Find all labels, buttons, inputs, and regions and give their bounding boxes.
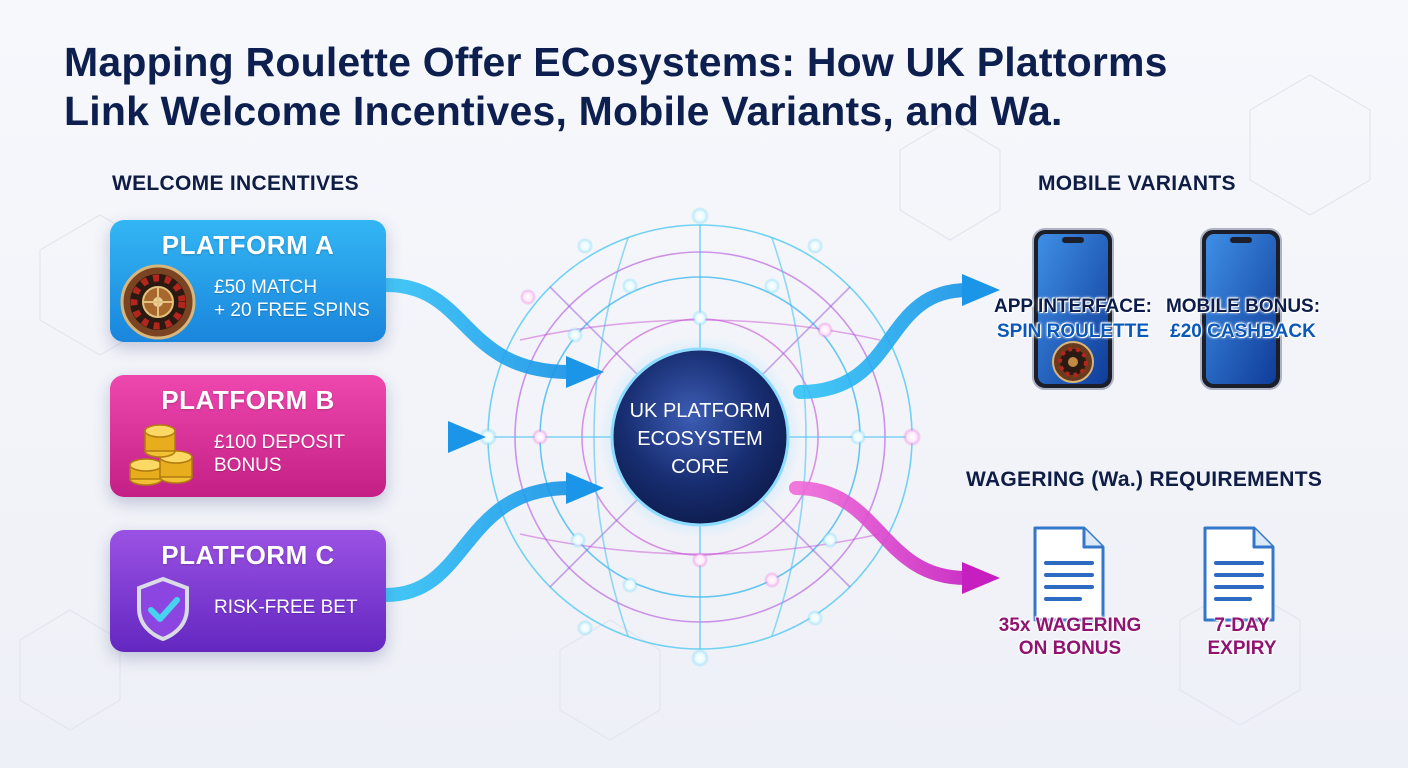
platform-c-offer-line-1: RISK-FREE BET	[214, 597, 358, 618]
platform-a-card[interactable]: PLATFORM A £50 MATCH + 20 FREE SPINS	[110, 220, 386, 342]
flow-arrow-platform-c	[379, 472, 604, 602]
core-label: UK PLATFORM ECOSYSTEM CORE	[612, 397, 788, 481]
platform-a-name: PLATFORM A	[161, 230, 335, 260]
smartphone-icon	[1032, 228, 1114, 390]
mobile-variant-app-interface: APP INTERFACE: SPIN ROULETTE	[985, 294, 1161, 344]
platform-c-name: PLATFORM C	[161, 540, 335, 570]
network-nodes	[479, 207, 921, 667]
core-label-line-1: UK PLATFORM	[629, 400, 771, 422]
title-line-2: Link Welcome Incentives, Mobile Variants…	[64, 88, 1063, 134]
gold-coins-icon	[129, 424, 193, 486]
section-label-mobile-variants: MOBILE VARIANTS	[1038, 172, 1236, 195]
ecosystem-core	[610, 347, 790, 527]
flow-arrow-platform-b	[379, 421, 486, 453]
platform-b-name: PLATFORM B	[161, 385, 335, 415]
platform-b-offer: £100 DEPOSIT BONUS	[214, 431, 345, 477]
wagering-requirement-7-day-line-1: 7-DAY	[1214, 615, 1270, 636]
platform-c-card[interactable]: PLATFORM C RISK-FREE BET	[110, 530, 386, 652]
platform-b-offer-line-2: BONUS	[214, 455, 282, 476]
mobile-variant-mobile-bonus: MOBILE BONUS: £20 CASHBACK	[1158, 294, 1328, 344]
section-label-welcome-incentives: WELCOME INCENTIVES	[112, 172, 359, 195]
core-label-line-2: ECOSYSTEM	[637, 428, 763, 450]
mobile-variant-app-interface-line-1: APP INTERFACE:	[993, 296, 1152, 317]
page-title: Mapping Roulette Offer ECosystems: How U…	[64, 38, 1364, 136]
flow-arrow-platform-a	[379, 278, 604, 388]
platform-b-offer-line-1: £100 DEPOSIT	[214, 432, 345, 453]
core-label-line-3: CORE	[671, 456, 729, 478]
document-icon	[1033, 526, 1105, 622]
smartphone-icon	[1200, 228, 1282, 390]
mobile-variant-app-interface-line-2: SPIN ROULETTE	[996, 321, 1149, 342]
platform-a-offer-line-2: + 20 FREE SPINS	[214, 300, 370, 321]
platform-c-offer: RISK-FREE BET	[214, 596, 358, 619]
platform-a-offer: £50 MATCH + 20 FREE SPINS	[214, 276, 370, 322]
mobile-variant-mobile-bonus-line-1: MOBILE BONUS:	[1165, 296, 1321, 317]
platform-b-card[interactable]: PLATFORM B £100 DEPOSIT BONUS	[110, 375, 386, 497]
wagering-requirement-7-day: 7-DAY EXPIRY	[1174, 614, 1310, 660]
wagering-requirement-35x-line-1: 35x WAGERING	[998, 615, 1142, 636]
flow-arrow-to-wagering	[789, 481, 1000, 594]
wagering-requirement-7-day-line-2: EXPIRY	[1207, 638, 1277, 659]
flow-arrow-to-mobile	[793, 274, 1000, 399]
section-label-wagering-requirements: WAGERING (Wa.) REQUIREMENTS	[966, 468, 1323, 491]
roulette-wheel-icon	[120, 264, 196, 340]
title-line-1: Mapping Roulette Offer ECosystems: How U…	[64, 39, 1168, 85]
wagering-requirement-35x-line-2: ON BONUS	[1018, 638, 1122, 659]
shield-check-icon	[137, 576, 189, 642]
document-icon	[1203, 526, 1275, 622]
platform-a-offer-line-1: £50 MATCH	[214, 277, 318, 298]
mobile-variant-mobile-bonus-line-2: £20 CASHBACK	[1170, 321, 1316, 342]
wagering-requirement-35x: 35x WAGERING ON BONUS	[982, 614, 1158, 660]
